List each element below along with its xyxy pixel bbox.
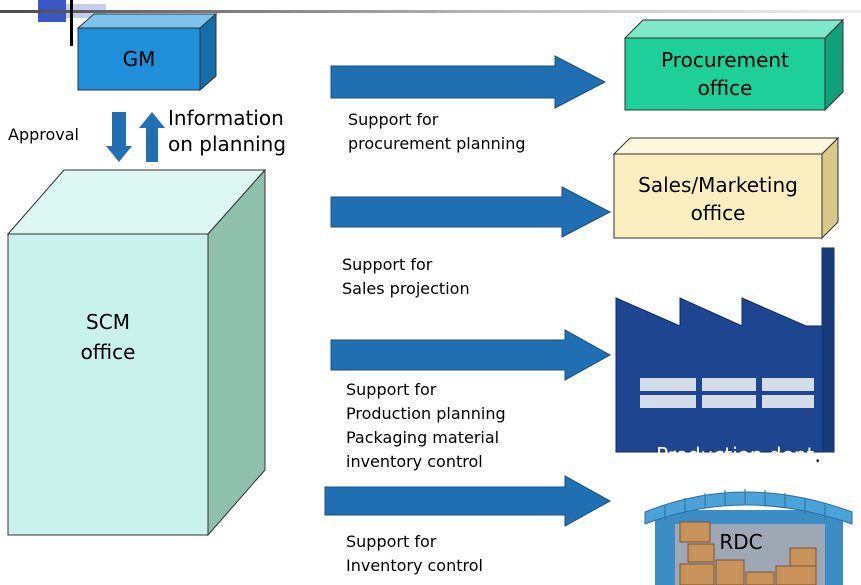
sales-label: Sales/Marketing office (638, 173, 798, 225)
sales-box (612, 136, 840, 240)
gm-box (76, 12, 218, 92)
sales-support-text: Support for Sales projection (342, 255, 470, 298)
slide-title-rule (0, 10, 861, 13)
procurement-support-text: Support for procurement planning (348, 110, 526, 153)
warehouse-boxes (679, 521, 817, 585)
factory-windows (640, 378, 814, 408)
warehouse-icon (644, 489, 853, 585)
factory-icon (615, 247, 835, 453)
production-label-suffix: . (814, 443, 821, 467)
slide-corner-vline (70, 0, 73, 46)
information-label: Information on planning (168, 106, 287, 156)
arrow-sales (330, 186, 612, 238)
production-label-group: Production dept. (646, 424, 821, 468)
arrow-procurement (330, 55, 607, 109)
production-support-text: Support for Production planning Packagin… (346, 380, 506, 471)
procurement-label: Procurement office (661, 48, 789, 100)
arrow-rdc (324, 475, 612, 527)
scm-box (6, 168, 267, 537)
arrow-production (330, 329, 612, 381)
procurement-box (623, 18, 845, 112)
scm-label: SCM office (80, 310, 136, 364)
rdc-support-text: Support for Inventory control (346, 532, 483, 575)
gm-label: GM (122, 47, 156, 71)
production-label: Production dept (656, 443, 815, 467)
information-arrow (139, 112, 165, 162)
rdc-label: RDC (719, 530, 763, 554)
approval-arrow (106, 112, 132, 162)
approval-label: Approval (8, 125, 79, 144)
